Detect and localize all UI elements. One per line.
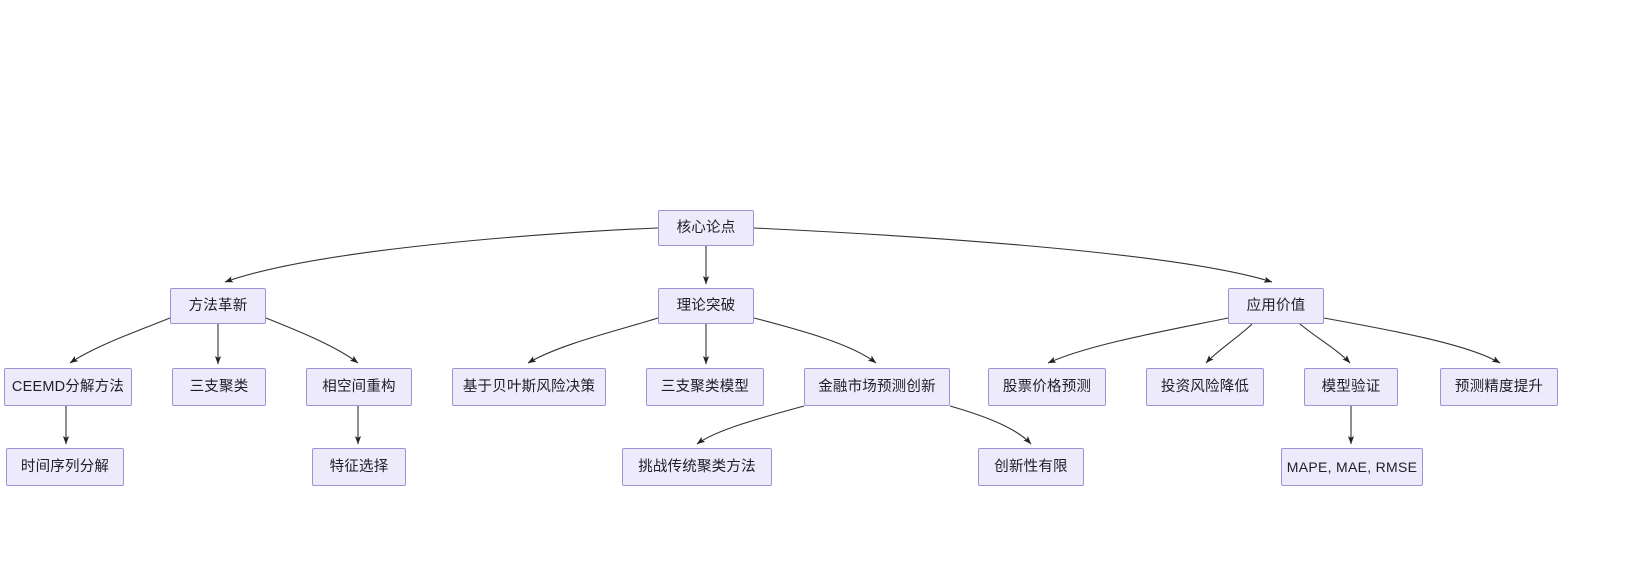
node-label: CEEMD分解方法 [11, 378, 125, 395]
edge-l2b-to-l3f [753, 317, 877, 364]
edge-l2c-to-l3g [1047, 317, 1229, 364]
edge-l2a-to-l3c [265, 317, 359, 364]
node-label: 时间序列分解 [20, 458, 110, 475]
node-l3e[interactable]: 三支聚类模型 [646, 368, 764, 406]
node-label: 相空间重构 [322, 378, 396, 395]
node-l3c[interactable]: 相空间重构 [306, 368, 412, 406]
node-l4a[interactable]: 时间序列分解 [6, 448, 124, 486]
node-label: 股票价格预测 [1002, 378, 1092, 395]
edge-l2a-to-l3a [69, 317, 171, 364]
node-l2b[interactable]: 理论突破 [658, 288, 754, 324]
node-l3d[interactable]: 基于贝叶斯风险决策 [452, 368, 606, 406]
node-l3b[interactable]: 三支聚类 [172, 368, 266, 406]
node-label: 基于贝叶斯风险决策 [462, 378, 596, 395]
node-l3j[interactable]: 预测精度提升 [1440, 368, 1558, 406]
node-label: 理论突破 [676, 297, 736, 314]
node-label: 金融市场预测创新 [818, 378, 936, 395]
edge-l2c-to-l3h [1205, 323, 1253, 364]
node-l3i[interactable]: 模型验证 [1304, 368, 1398, 406]
edge-root-to-l2c [753, 227, 1273, 283]
node-l4e[interactable]: MAPE, MAE, RMSE [1281, 448, 1423, 486]
node-label: MAPE, MAE, RMSE [1286, 459, 1418, 475]
edge-l2c-to-l3i [1299, 323, 1351, 364]
node-root[interactable]: 核心论点 [658, 210, 754, 246]
node-label: 核心论点 [676, 219, 736, 236]
edges-group [62, 227, 1501, 445]
node-label: 三支聚类 [189, 378, 249, 395]
node-l3h[interactable]: 投资风险降低 [1146, 368, 1264, 406]
node-l4c[interactable]: 挑战传统聚类方法 [622, 448, 772, 486]
node-label: 特征选择 [329, 458, 389, 475]
node-label: 创新性有限 [994, 458, 1068, 475]
node-label: 挑战传统聚类方法 [638, 458, 756, 475]
node-l3f[interactable]: 金融市场预测创新 [804, 368, 950, 406]
node-label: 方法革新 [188, 297, 248, 314]
edge-l3f-to-l4c [696, 405, 805, 445]
edge-l3f-to-l4d [949, 405, 1032, 445]
edge-l2b-to-l3d [527, 317, 659, 364]
node-label: 应用价值 [1246, 297, 1306, 314]
node-l3g[interactable]: 股票价格预测 [988, 368, 1106, 406]
node-l4b[interactable]: 特征选择 [312, 448, 406, 486]
node-l2c[interactable]: 应用价值 [1228, 288, 1324, 324]
node-label: 预测精度提升 [1454, 378, 1544, 395]
edge-l2c-to-l3j [1323, 317, 1501, 364]
node-l2a[interactable]: 方法革新 [170, 288, 266, 324]
node-l4d[interactable]: 创新性有限 [978, 448, 1084, 486]
edge-root-to-l2a [224, 227, 659, 283]
node-label: 三支聚类模型 [660, 378, 750, 395]
node-label: 模型验证 [1321, 378, 1381, 395]
node-l3a[interactable]: CEEMD分解方法 [4, 368, 132, 406]
node-label: 投资风险降低 [1160, 378, 1250, 395]
